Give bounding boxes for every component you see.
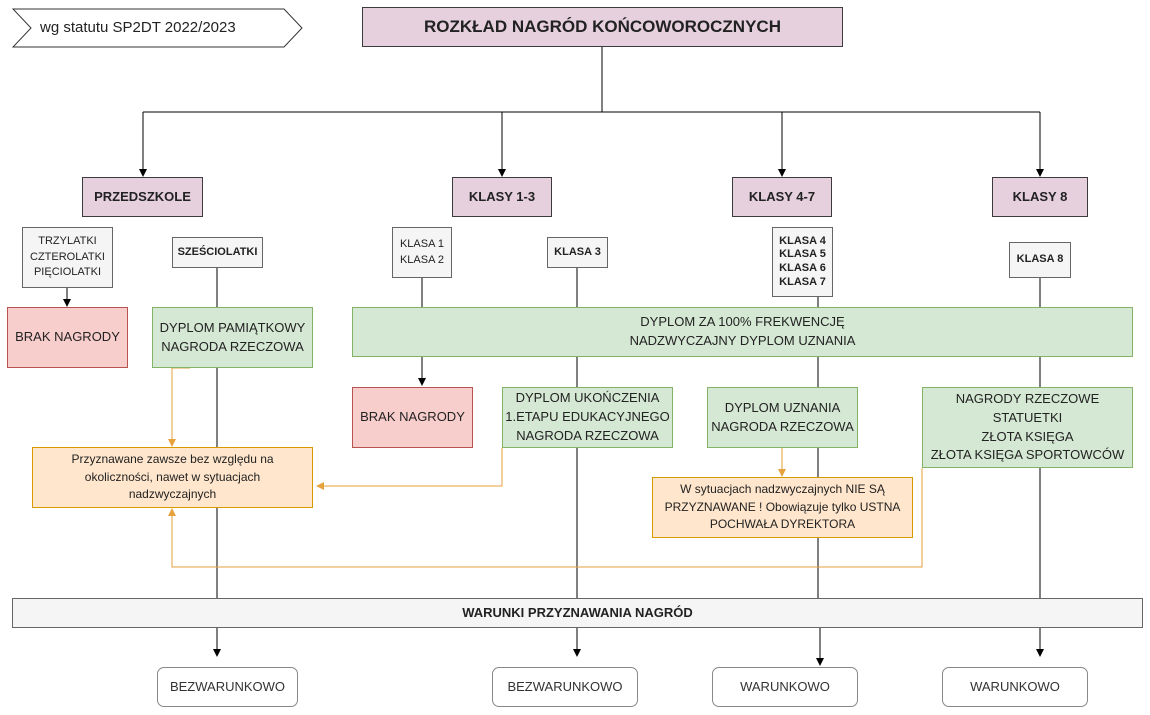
conditions-bar: WARUNKI PRZYZNAWANIA NAGRÓD — [12, 598, 1143, 628]
award-attendance-diploma: DYPLOM ZA 100% FREKWENCJĘ NADZWYCZAJNY D… — [352, 307, 1133, 357]
category-grades-4-7: KLASY 4-7 — [732, 177, 832, 217]
award-no-award-preschool: BRAK NAGRODY — [7, 307, 128, 368]
award-grade-8-prizes: NAGRODY RZECZOWE STATUETKI ZŁOTA KSIĘGA … — [922, 387, 1133, 468]
orange-arrow-souvenir — [168, 367, 190, 447]
outcome-preschool: BEZWARUNKOWO — [157, 667, 298, 707]
outcome-grade-8: WARUNKOWO — [942, 667, 1088, 707]
award-completion-diploma: DYPLOM UKOŃCZENIA 1.ETAPU EDUKACYJNEGO N… — [502, 387, 673, 448]
subgroup-young-preschool: TRZYLATKI CZTEROLATKI PIĘCIOLATKI — [22, 227, 113, 288]
category-preschool: PRZEDSZKOLE — [82, 177, 203, 217]
orange-arrow-completion — [316, 448, 503, 490]
category-grade-8: KLASY 8 — [992, 177, 1088, 217]
note-not-awarded: W sytuacjach nadzwyczajnych NIE SĄ PRZYZ… — [652, 477, 913, 538]
award-no-award-class-1-2: BRAK NAGRODY — [352, 387, 473, 448]
award-recognition-diploma: DYPLOM UZNANIA NAGRODA RZECZOWA — [707, 387, 858, 448]
category-grades-1-3: KLASY 1-3 — [452, 177, 552, 217]
page-title: ROZKŁAD NAGRÓD KOŃCOWOROCZNYCH — [362, 7, 843, 47]
outcome-grades-1-3: BEZWARUNKOWO — [492, 667, 638, 707]
award-souvenir-diploma: DYPLOM PAMIĄTKOWY NAGRODA RZECZOWA — [152, 307, 313, 368]
subgroup-class-3: KLASA 3 — [547, 237, 608, 268]
statute-label: wg statutu SP2DT 2022/2023 — [40, 18, 236, 36]
subgroup-six-year-olds: SZEŚCIOLATKI — [172, 237, 263, 268]
subgroup-class-8: KLASA 8 — [1009, 242, 1071, 278]
subgroup-class-1-2: KLASA 1 KLASA 2 — [392, 227, 452, 278]
outcome-grades-4-7: WARUNKOWO — [712, 667, 858, 707]
note-always-awarded: Przyznawane zawsze bez względu na okolic… — [32, 447, 313, 508]
statute-tag-shape — [12, 8, 303, 48]
orange-arrow-grade8 — [168, 468, 923, 568]
subgroup-class-4-7: KLASA 4 KLASA 5 KLASA 6 KLASA 7 — [772, 227, 833, 297]
